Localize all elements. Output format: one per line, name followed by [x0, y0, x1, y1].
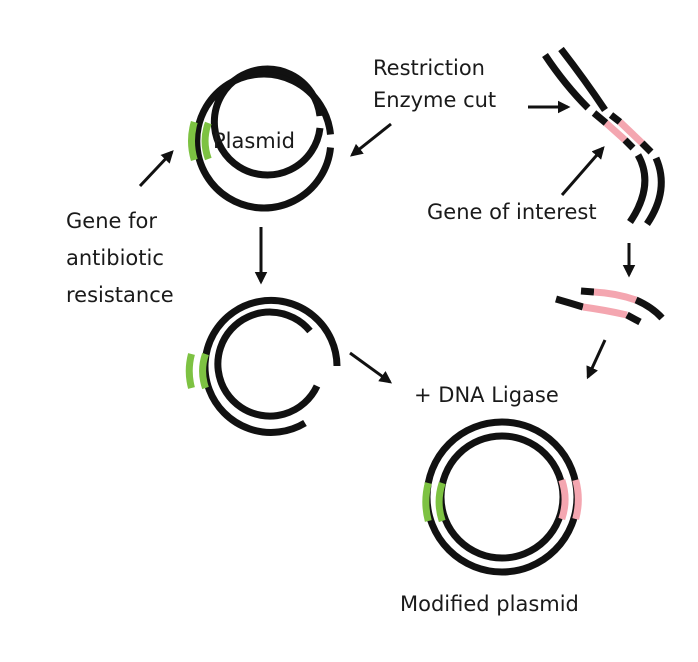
donor-strand-left-mid-black [591, 110, 609, 126]
resistance-label-line3: resistance [66, 283, 174, 307]
excised-bottom-pink [582, 303, 628, 319]
arrow-to-gene-of-interest [560, 146, 605, 196]
donor-strand-right-bottom [644, 156, 665, 226]
modified-gene-of-interest-inner [558, 478, 569, 521]
donor-strand-right-pink [617, 119, 645, 146]
excised-top-left-black [580, 287, 595, 296]
ligase-label: + DNA Ligase [414, 383, 559, 407]
excised-bottom-right-black [625, 311, 642, 326]
modified-plasmid-outer-strand [423, 418, 581, 576]
modified-gene-of-interest-outer [572, 479, 582, 520]
arrow-restriction-to-plasmid [350, 122, 392, 157]
resistance-label-line2: antibiotic [66, 246, 164, 270]
excised-gene [555, 287, 665, 326]
plasmid-inner-strand [210, 65, 324, 179]
donor-strand-left-mid-black2 [622, 137, 636, 151]
donor-strand-right-top [558, 46, 608, 112]
donor-strand-left-bottom [627, 153, 649, 224]
cut-plasmid-inner-strand [214, 308, 321, 420]
donor-strand-left-top [542, 53, 591, 111]
arrow-cut-plasmid-to-ligase [349, 351, 393, 384]
plasmid: Plasmid [188, 65, 334, 212]
plasmid-outer-strand [193, 70, 334, 212]
modified-plasmid-inner-strand [437, 432, 567, 562]
donor-strand-right-mid-black [608, 112, 623, 125]
cut-plasmid [185, 297, 341, 436]
cut-resistance-gene-inner [199, 352, 209, 390]
modified-resistance-inner [435, 481, 446, 523]
resistance-gene-inner [201, 121, 212, 161]
modified-plasmid-label: Modified plasmid [400, 592, 579, 616]
resistance-gene-outer [188, 121, 198, 161]
arrow-excised-to-ligase [586, 339, 607, 380]
donor-strand-left-pink [603, 120, 628, 143]
excised-top-pink [593, 288, 638, 304]
restriction-label-line1: Restriction [373, 56, 485, 80]
plasmid-label: Plasmid [213, 129, 295, 153]
modified-resistance-outer [422, 482, 432, 522]
donor-strand-right-mid-black2 [639, 140, 654, 155]
cut-resistance-gene-outer [185, 353, 195, 389]
excised-top-right-black [634, 296, 665, 321]
cut-plasmid-outer-strand [201, 297, 341, 436]
modified-plasmid [422, 418, 582, 576]
gene-of-interest-label: Gene of interest [427, 200, 597, 224]
excised-bottom-left-black [555, 295, 585, 311]
arrow-to-resistance-gene [138, 150, 174, 188]
resistance-label-line1: Gene for [66, 209, 157, 233]
restriction-label-line2: Enzyme cut [373, 88, 496, 112]
donor-dna [542, 46, 665, 226]
